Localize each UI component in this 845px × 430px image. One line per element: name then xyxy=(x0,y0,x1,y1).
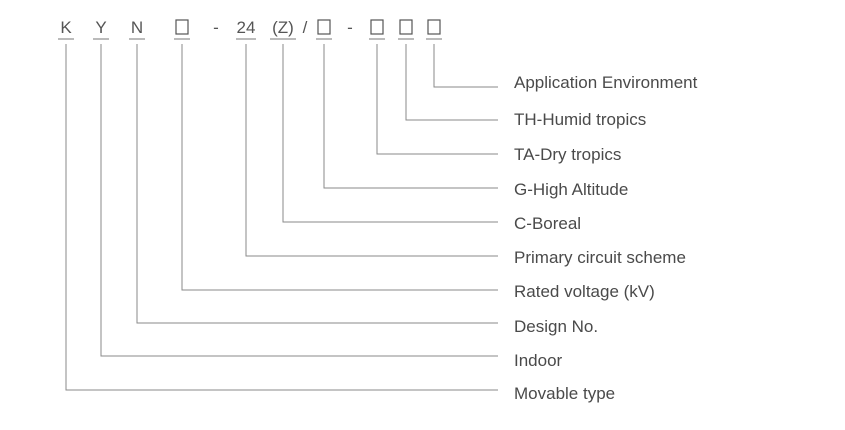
leader-movable-type xyxy=(65,44,498,391)
code-rating: 24 xyxy=(237,18,256,37)
code-char-y: Y xyxy=(95,18,106,37)
code-placeholder-box-dry xyxy=(370,19,384,35)
label-movable-type: Movable type xyxy=(514,384,615,403)
code-placeholder-box-humid xyxy=(399,19,413,35)
code-placeholder-box-voltage xyxy=(175,19,189,35)
leader-humid-tropics xyxy=(405,44,498,121)
model-code-row: K Y N - 24 (Z) / - xyxy=(58,18,442,40)
code-char-k: K xyxy=(60,18,72,37)
leader-indoor xyxy=(100,44,498,357)
code-variant: (Z) xyxy=(272,18,294,37)
code-slash: / xyxy=(303,18,308,37)
code-placeholder-box-altitude xyxy=(317,19,331,35)
label-primary-circuit: Primary circuit scheme xyxy=(514,248,686,267)
label-high-altitude: G-High Altitude xyxy=(514,180,628,199)
leader-lines xyxy=(65,44,498,391)
label-humid-tropics: TH-Humid tropics xyxy=(514,110,646,129)
label-application-environment: Application Environment xyxy=(514,73,698,92)
leader-rated-voltage xyxy=(181,44,498,291)
code-dash-1: - xyxy=(213,18,219,37)
code-placeholder-box-environment xyxy=(427,19,441,35)
label-boreal: C-Boreal xyxy=(514,214,581,233)
code-dash-2: - xyxy=(347,18,353,37)
leader-application-environment xyxy=(433,44,498,88)
leader-design-no xyxy=(136,44,498,324)
leader-boreal xyxy=(282,44,498,223)
leader-primary-circuit xyxy=(245,44,498,257)
label-rated-voltage: Rated voltage (kV) xyxy=(514,282,655,301)
code-char-n: N xyxy=(131,18,143,37)
description-labels: Application Environment TH-Humid tropics… xyxy=(514,73,698,403)
label-dry-tropics: TA-Dry tropics xyxy=(514,145,621,164)
leader-high-altitude xyxy=(323,44,498,189)
leader-dry-tropics xyxy=(376,44,498,155)
label-design-no: Design No. xyxy=(514,317,598,336)
label-indoor: Indoor xyxy=(514,351,563,370)
